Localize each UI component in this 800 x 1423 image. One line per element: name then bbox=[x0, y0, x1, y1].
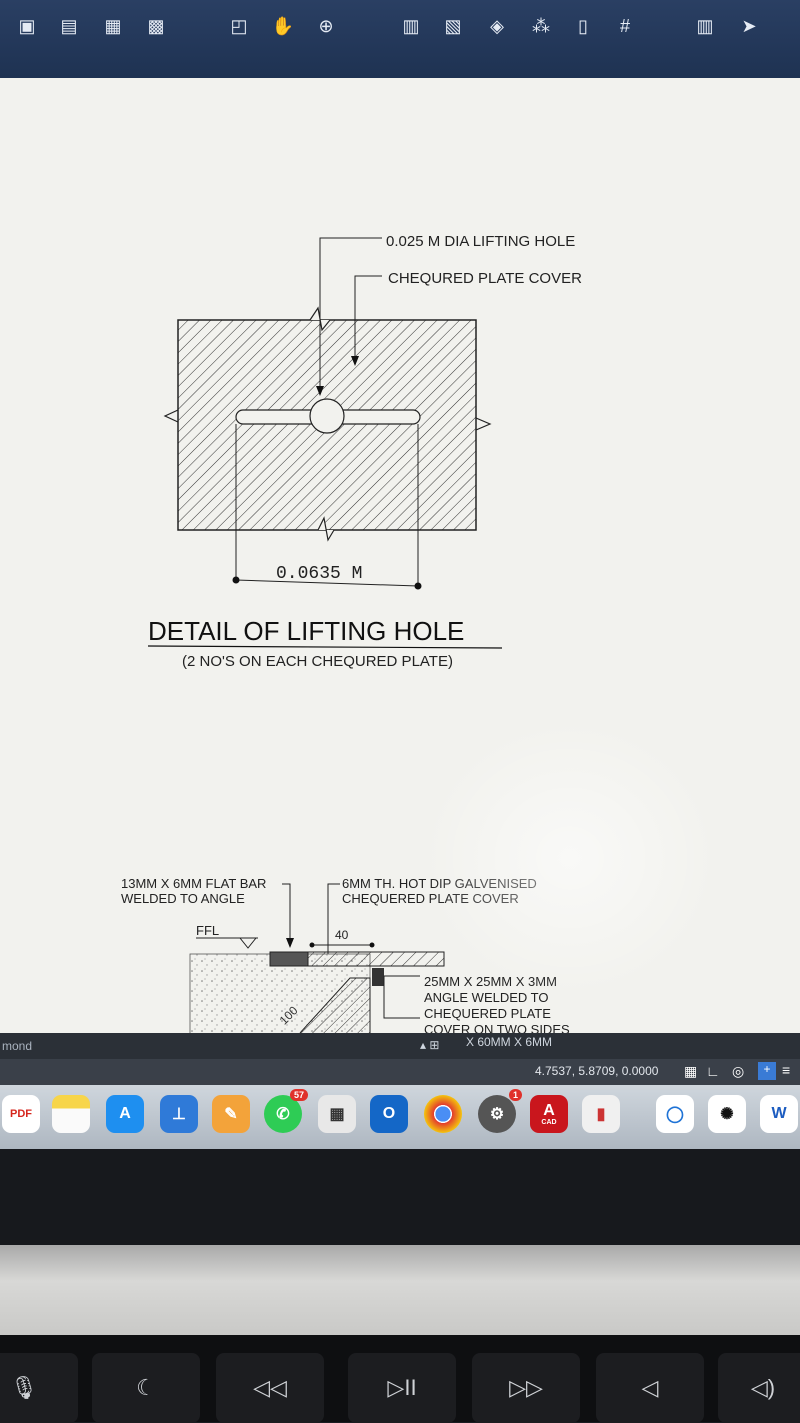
grid-icon[interactable]: # bbox=[619, 15, 630, 36]
send-icon[interactable]: ➤ bbox=[741, 15, 757, 36]
command-line[interactable]: mond ▴ ⊞ X 60MM X 6MM bbox=[0, 1033, 800, 1059]
rewind-icon: ◁◁ bbox=[253, 1375, 287, 1400]
flat-bar-label-2: WELDED TO ANGLE bbox=[121, 891, 245, 906]
laptop-hinge bbox=[0, 1245, 800, 1335]
ffl-label: FFL bbox=[196, 923, 219, 938]
menu-icon[interactable]: ≡ bbox=[782, 1062, 791, 1078]
plate-label-1: 6MM TH. HOT DIP GALVENISED bbox=[342, 876, 537, 891]
status-bar: 4.7537, 5.8709, 0.0000 ▦ ∟ ◎ + ≡ bbox=[0, 1059, 800, 1085]
laptop-bezel bbox=[0, 1149, 800, 1259]
autocad-app-label: A bbox=[543, 1101, 555, 1119]
grid-toggle-icon[interactable]: ▦ bbox=[684, 1063, 698, 1079]
viewer-icon[interactable]: ▯ bbox=[578, 15, 588, 36]
pages-app-icon[interactable]: ✎ bbox=[212, 1095, 250, 1133]
pdf-app-label: PDF bbox=[10, 1108, 32, 1120]
flat-bar-label-1: 13MM X 6MM FLAT BAR bbox=[121, 876, 266, 891]
callout-lifting-hole: 0.025 M DIA LIFTING HOLE bbox=[386, 233, 575, 250]
outlook-app-label: O bbox=[382, 1105, 396, 1122]
orbit-icon[interactable]: ⊕ bbox=[318, 15, 334, 36]
play-pause-icon: ▷II bbox=[387, 1375, 417, 1400]
layout-icon[interactable]: ▥ bbox=[696, 15, 714, 36]
coordinate-readout: 4.7537, 5.8709, 0.0000 bbox=[535, 1064, 659, 1078]
volume-down-icon: ◁ bbox=[641, 1375, 659, 1400]
word-app-label: W bbox=[771, 1105, 787, 1122]
dimension-40: 40 bbox=[335, 928, 349, 942]
play-pause-key[interactable]: ▷II bbox=[348, 1353, 456, 1423]
notes-app-icon[interactable] bbox=[52, 1095, 90, 1133]
chequered-plate bbox=[163, 237, 492, 590]
volume-up-key[interactable]: ◁) bbox=[718, 1353, 800, 1423]
chatgpt-app-icon[interactable]: ✺ bbox=[708, 1095, 746, 1133]
pdf-app-icon[interactable]: PDF bbox=[2, 1095, 40, 1133]
fast-forward-icon: ▷▷ bbox=[509, 1375, 543, 1400]
detail-title: DETAIL OF LIFTING HOLE bbox=[148, 616, 464, 646]
word-app-icon[interactable]: W bbox=[760, 1095, 798, 1133]
function-key-row: 🎙 ☾ ◁◁ ▷II ▷▷ ◁ ◁) bbox=[0, 1335, 800, 1423]
dimension-value: 0.0635 M bbox=[276, 564, 362, 584]
volume-up-icon: ◁) bbox=[750, 1375, 776, 1400]
settings-badge: 1 bbox=[508, 1089, 522, 1101]
mic-key[interactable]: 🎙 bbox=[0, 1353, 78, 1423]
settings-app-icon[interactable]: ⚙1 bbox=[478, 1089, 522, 1133]
drawing-canvas[interactable]: 0.025 M DIA LIFTING HOLE CHEQURED PLATE … bbox=[0, 78, 800, 1033]
detail-subtitle: (2 NO'S ON EACH CHEQURED PLATE) bbox=[182, 653, 453, 670]
angle-label-4: COVER ON TWO SIDES bbox=[424, 1022, 570, 1033]
chrome-app-icon[interactable] bbox=[424, 1095, 462, 1133]
angle-label-3: CHEQUERED PLATE bbox=[424, 1006, 551, 1021]
defender-app-icon[interactable]: ◯ bbox=[656, 1095, 694, 1133]
fast-forward-key[interactable]: ▷▷ bbox=[472, 1353, 580, 1423]
save-icon[interactable]: ▣ bbox=[18, 15, 36, 36]
rewind-key[interactable]: ◁◁ bbox=[216, 1353, 324, 1423]
focus-key[interactable]: ☾ bbox=[92, 1353, 200, 1423]
command-history-icon[interactable]: ▴ ⊞ bbox=[420, 1038, 440, 1052]
iphone-mirroring-icon[interactable]: ▮ bbox=[582, 1095, 620, 1133]
plate-label-2: CHEQUERED PLATE COVER bbox=[342, 891, 519, 906]
calculator-app-icon[interactable]: ▦ bbox=[318, 1095, 356, 1133]
callout-plate-cover: CHEQURED PLATE COVER bbox=[388, 270, 582, 287]
polar-toggle-icon[interactable]: ◎ bbox=[732, 1063, 745, 1079]
autocad-app-sublabel: CAD bbox=[541, 1118, 557, 1126]
app-store-icon[interactable]: A bbox=[106, 1095, 144, 1133]
pan-icon[interactable]: ✋ bbox=[271, 15, 295, 36]
publish-icon[interactable]: ▩ bbox=[147, 15, 165, 36]
keynote-app-icon[interactable]: ⊥ bbox=[160, 1095, 198, 1133]
angle-label-5: X 60MM X 6MM bbox=[466, 1035, 553, 1049]
snap-toggle-icon[interactable]: + bbox=[758, 1062, 776, 1080]
print-icon[interactable]: ▦ bbox=[104, 15, 122, 36]
match-icon[interactable]: ▧ bbox=[444, 15, 462, 36]
angle-label-1: 25MM X 25MM X 3MM bbox=[424, 974, 557, 989]
whatsapp-app-icon[interactable]: ✆57 bbox=[264, 1089, 308, 1133]
outlook-app-icon[interactable]: O bbox=[370, 1095, 408, 1133]
export-icon[interactable]: ▤ bbox=[60, 15, 78, 36]
section-detail: 13MM X 6MM FLAT BAR WELDED TO ANGLE 6MM … bbox=[121, 876, 570, 1033]
moon-icon: ☾ bbox=[136, 1375, 156, 1400]
layer-icon[interactable]: ◈ bbox=[490, 15, 504, 36]
angle-label-2: ANGLE WELDED TO bbox=[424, 990, 549, 1005]
properties-icon[interactable]: ▥ bbox=[402, 15, 420, 36]
zoom-window-icon[interactable]: ◰ bbox=[230, 15, 248, 36]
share-icon[interactable]: ⁂ bbox=[532, 15, 550, 36]
command-text: mond bbox=[2, 1039, 33, 1053]
volume-down-key[interactable]: ◁ bbox=[596, 1353, 704, 1423]
mic-key-glyph: 🎙 bbox=[10, 1375, 38, 1400]
whatsapp-badge: 57 bbox=[289, 1089, 308, 1101]
ortho-toggle-icon[interactable]: ∟ bbox=[706, 1063, 720, 1079]
cad-drawing: 0.025 M DIA LIFTING HOLE CHEQURED PLATE … bbox=[121, 233, 582, 1033]
cad-toolbar: ▣ ▤ ▦ ▩ ◰ ✋ ⊕ ▥ ▧ ◈ ⁂ ▯ # ▥ ➤ bbox=[0, 0, 800, 81]
